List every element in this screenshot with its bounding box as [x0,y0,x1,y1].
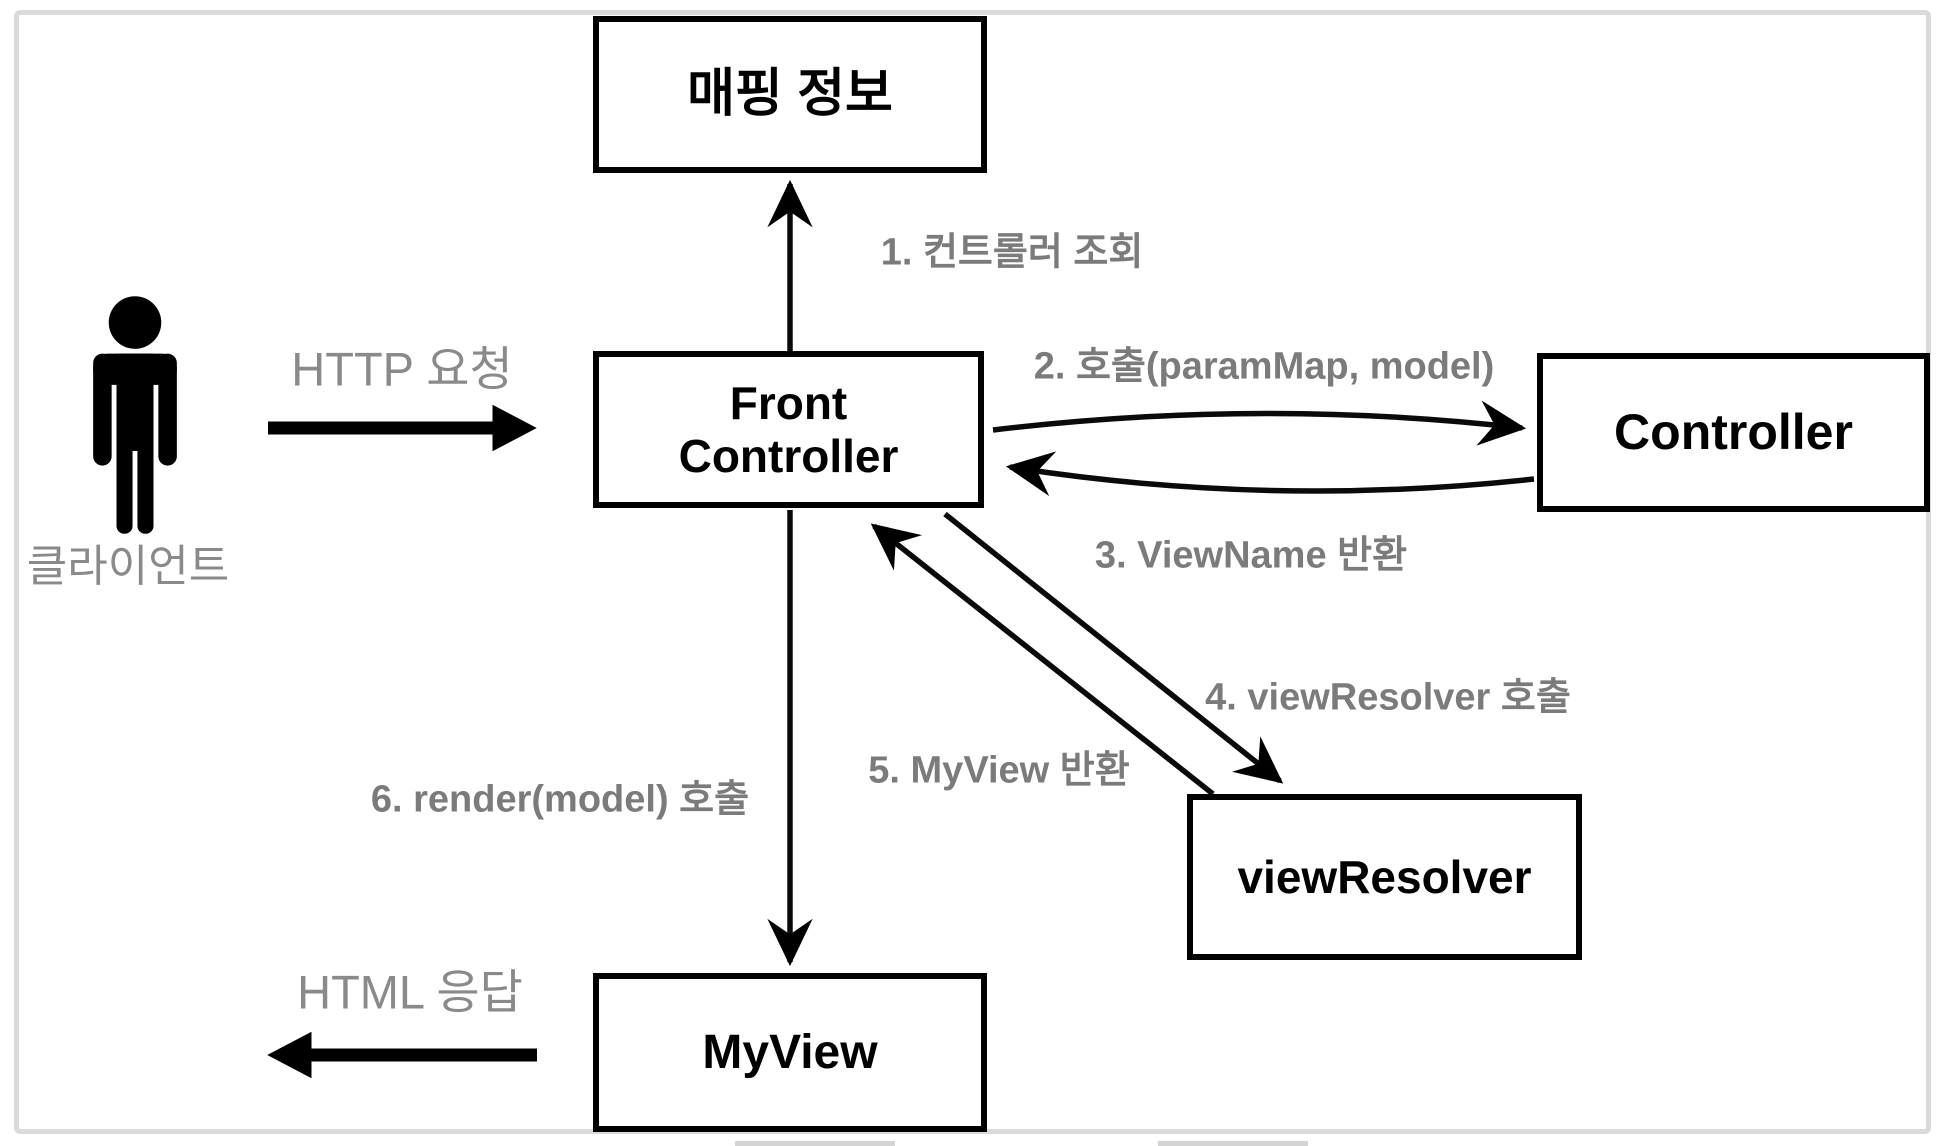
label-client: 클라이언트 [26,542,230,591]
label-step1-controller-lookup: 1. 컨트롤러 조회 [880,231,1144,274]
person-icon [93,296,177,534]
node-my-view: MyView [593,973,987,1132]
label-step6-render-call: 6. render(model) 호출 [370,778,750,821]
node-controller: Controller [1537,353,1930,512]
node-mapping-info: 매핑 정보 [593,16,987,173]
bottom-fragment-right [1158,1141,1308,1146]
label-http-request: HTTP 요청 [291,342,513,396]
node-view-resolver: viewResolver [1187,794,1582,960]
label-step2-call: 2. 호출(paramMap, model) [1033,345,1495,388]
label-html-response: HTML 응답 [297,965,523,1019]
label-step5-myview-return: 5. MyView 반환 [868,749,1130,792]
label-step4-viewresolver-call: 4. viewResolver 호출 [1205,676,1571,719]
label-step3-viewname-return: 3. ViewName 반환 [1094,534,1408,577]
bottom-fragment-left [735,1141,895,1146]
node-front-controller: Front Controller [593,351,984,508]
